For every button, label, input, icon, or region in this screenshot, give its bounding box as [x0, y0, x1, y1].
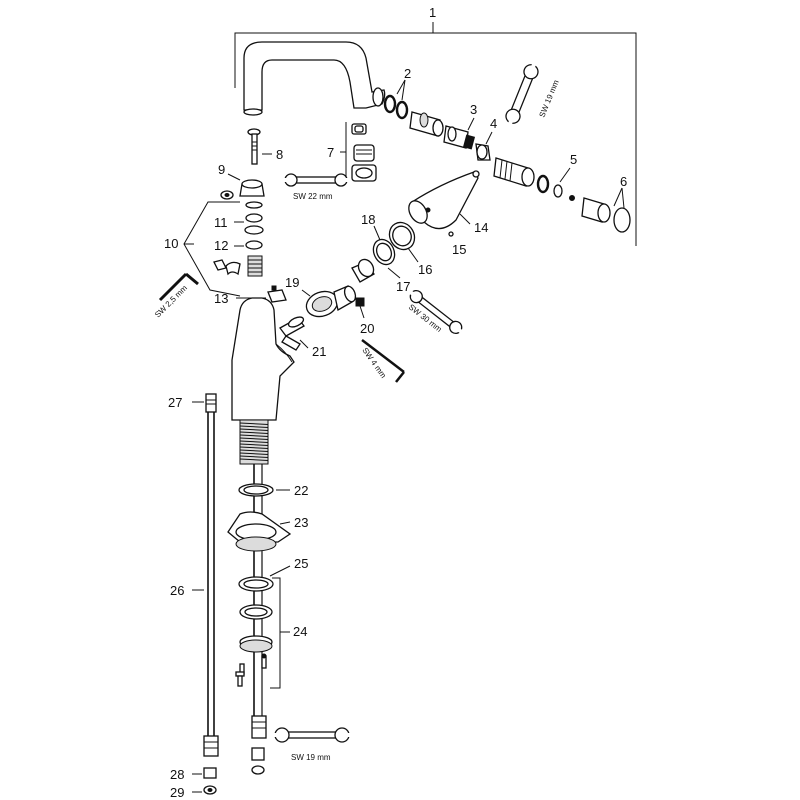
callout-1: 1: [429, 5, 436, 20]
callout-12: 12: [214, 238, 228, 253]
cover-14: [408, 170, 480, 230]
spring-coil: [239, 449, 269, 452]
callout-29: 29: [170, 785, 184, 800]
spring-coil: [239, 452, 269, 455]
washer-25: [238, 565, 291, 592]
spring-coil: [239, 437, 269, 440]
cartridge-3: [443, 117, 476, 150]
spring-coil: [239, 434, 269, 437]
spring-coil: [239, 440, 269, 443]
hex-key-sw4-label: SW 4 mm: [360, 346, 388, 380]
bolt-lower: [235, 671, 245, 687]
callout-27: 27: [168, 395, 182, 410]
spray-head-19: [301, 285, 357, 318]
connector-tube: [409, 111, 444, 137]
ring-16: [388, 221, 419, 263]
washer-group-24: [239, 577, 290, 689]
lever-21: [279, 316, 309, 351]
callout-6: 6: [620, 174, 627, 189]
wrench-sw30-icon: [409, 289, 463, 335]
callout-19: 19: [285, 275, 299, 290]
threaded-stem: [247, 255, 263, 277]
shank-fittings: [251, 715, 267, 775]
callout-23: 23: [294, 515, 308, 530]
faucet-body: [231, 297, 295, 421]
nut-upper: [351, 258, 375, 283]
handle-nut-9: [227, 173, 265, 209]
end-cap-6: [569, 187, 631, 233]
spring-coil: [239, 458, 269, 461]
spring-coil: [239, 431, 269, 434]
wrench-sw19-top-icon: [505, 63, 539, 125]
callout-4: 4: [490, 116, 497, 131]
o-rings-2: [383, 79, 409, 120]
wrench-sw19-top-label: SW 19 mm: [538, 78, 561, 118]
hex-key-sw25-icon: [158, 272, 199, 302]
clip-parts: [213, 259, 241, 276]
spring-coil: [239, 446, 269, 449]
spring-coil: [239, 443, 269, 446]
ring-18: [372, 225, 396, 266]
callout-2: 2: [404, 66, 411, 81]
callout-3: 3: [470, 102, 477, 117]
clamp-13: [236, 285, 287, 303]
threaded-fitting: [493, 157, 535, 187]
callout-28: 28: [170, 767, 184, 782]
callout-7: 7: [327, 145, 334, 160]
ring-12: [234, 240, 263, 250]
seal-5: [536, 167, 571, 198]
spindle-8: [247, 128, 272, 165]
hex-key-sw4-icon: [361, 339, 405, 383]
base-plate-23: [227, 511, 292, 552]
callout-15: 15: [452, 242, 466, 257]
callout-10: 10: [164, 236, 178, 251]
callout-21: 21: [312, 344, 326, 359]
washer-left: [220, 190, 234, 200]
wrench-sw19-bottom-label: SW 19 mm: [291, 753, 331, 762]
callout-22: 22: [294, 483, 308, 498]
nut-28: [192, 767, 217, 779]
callout-13: 13: [214, 291, 228, 306]
aerator-7: [340, 122, 377, 184]
callout-11: 11: [214, 215, 228, 230]
bracket-10: [183, 201, 241, 297]
spring-coil: [239, 425, 269, 428]
supply-hose-26: [192, 393, 219, 757]
hose-spring: [239, 419, 269, 465]
spout-pipe: [243, 41, 386, 116]
spring-coil: [239, 428, 269, 431]
screw-15: [448, 231, 454, 237]
wrench-sw22-icon: [284, 173, 348, 187]
callout-26: 26: [170, 583, 184, 598]
leader-17: [387, 267, 401, 279]
wrench-sw19-bottom-icon: [274, 727, 350, 743]
wrench-sw22-label: SW 22 mm: [293, 192, 333, 201]
callout-17: 17: [396, 279, 410, 294]
o-rings-11: [234, 213, 264, 235]
nut-4: [475, 131, 493, 161]
callout-5: 5: [570, 152, 577, 167]
spring-coil: [239, 422, 269, 425]
assembly-bracket-1: [234, 22, 637, 246]
callout-9: 9: [218, 162, 225, 177]
callout-18: 18: [361, 212, 375, 227]
callout-14: 14: [474, 220, 488, 235]
ring-22: [238, 483, 290, 497]
screw-20: [355, 297, 365, 319]
callout-8: 8: [276, 147, 283, 162]
callout-24: 24: [293, 624, 307, 639]
callout-16: 16: [418, 262, 432, 277]
callout-25: 25: [294, 556, 308, 571]
washer-29: [192, 785, 217, 795]
callout-20: 20: [360, 321, 374, 336]
spring-coil: [239, 455, 269, 458]
